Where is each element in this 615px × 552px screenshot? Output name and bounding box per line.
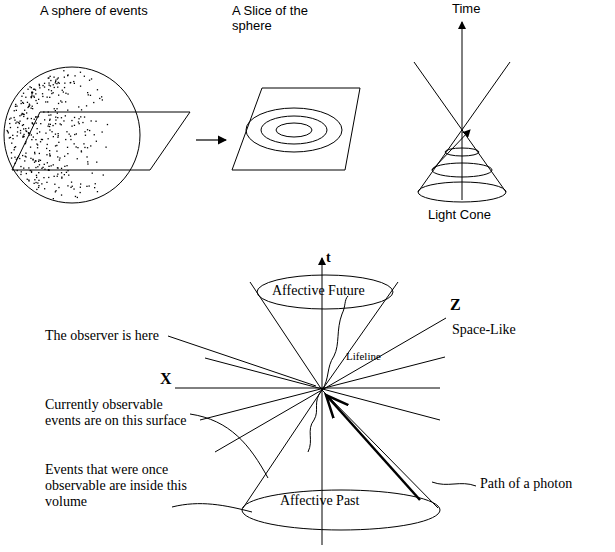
leader-line — [172, 504, 252, 512]
cone-base — [418, 182, 506, 202]
text-label: Time — [452, 2, 512, 17]
past-ellipse — [242, 490, 440, 530]
leader-line — [168, 336, 316, 386]
text-label: Path of a photon — [480, 476, 600, 492]
cone-ring — [445, 148, 479, 156]
slice-plane — [232, 88, 360, 170]
text-label: The observer is here — [45, 328, 195, 344]
sphere — [4, 67, 140, 203]
text-label: t — [326, 250, 346, 266]
cone-edge — [322, 282, 398, 390]
text-label: A sphere of events — [40, 4, 180, 19]
text-label: Z — [450, 296, 474, 314]
slice-ring — [246, 108, 342, 152]
text-label: Light Cone — [428, 208, 528, 223]
slice-ring — [261, 116, 327, 144]
text-label: Lifeline — [346, 350, 406, 363]
leader-line — [432, 482, 476, 486]
text-label: Affective Future — [272, 283, 392, 299]
leader-line — [190, 414, 268, 478]
cone-edge — [250, 282, 322, 390]
slicing-plane — [12, 112, 190, 170]
cone-edge — [414, 62, 506, 192]
slice-ring — [276, 123, 312, 137]
text-label: A Slice of the sphere — [232, 4, 342, 34]
x-axis — [175, 388, 440, 389]
cone-edge — [243, 390, 322, 508]
photon-path — [326, 395, 420, 500]
text-label: Events that were once observable are ins… — [45, 462, 210, 510]
text-label: Space-Like — [452, 322, 552, 338]
text-label: X — [160, 370, 184, 388]
cone-ring — [432, 163, 492, 177]
cone-edge — [418, 62, 510, 192]
lifeline — [308, 296, 348, 452]
text-label: Affective Past — [280, 493, 390, 509]
z-axis — [215, 318, 446, 452]
ray — [432, 130, 470, 170]
time-axis — [462, 22, 463, 200]
future-ellipse — [257, 275, 393, 309]
arrow — [196, 139, 226, 140]
text-label: Currently observable events are on this … — [45, 397, 195, 429]
